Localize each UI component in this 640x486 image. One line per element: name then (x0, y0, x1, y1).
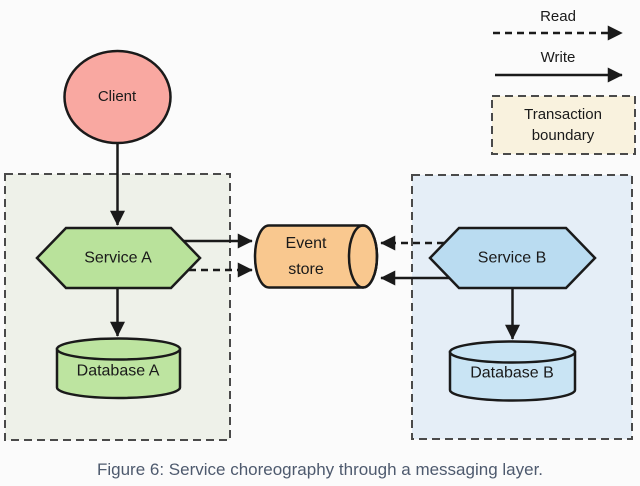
database-b-top (448, 340, 577, 364)
legend-read-label: Read (540, 8, 576, 25)
database-a-body (55, 347, 182, 400)
legend-transaction-boundary-box (491, 95, 636, 155)
database-a-label: Database A (76, 362, 160, 380)
service-a-label: Service A (84, 249, 152, 267)
service-b-shape (428, 226, 597, 290)
legend-write-label: Write (540, 49, 576, 66)
legend-transaction-boundary-label: Transaction boundary (524, 106, 602, 144)
database-b-label: Database B (470, 364, 554, 382)
client-shape (63, 49, 172, 145)
event-store-seam (347, 224, 379, 289)
service-a-shape (35, 226, 202, 290)
figure-caption: Figure 6: Service choreography through a… (96, 460, 544, 479)
event-store-label: Event store (285, 235, 327, 278)
database-b-body (448, 350, 577, 402)
client-label: Client (97, 88, 137, 105)
database-a-top (55, 337, 182, 361)
service-b-label: Service B (477, 249, 547, 267)
